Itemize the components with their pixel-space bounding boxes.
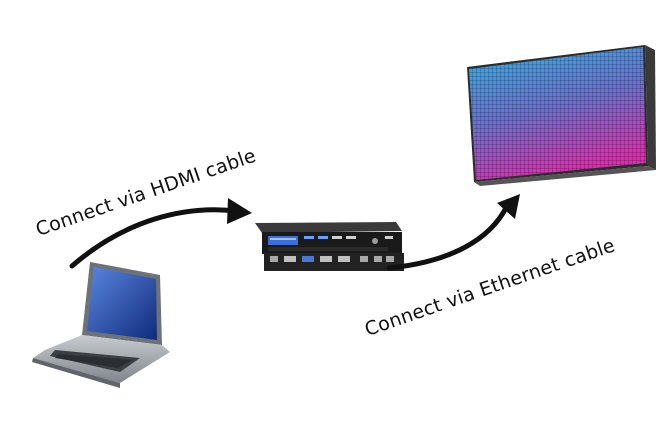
hdmi-arrow (69, 198, 252, 269)
led-screen-icon (467, 45, 656, 186)
laptop-icon (32, 262, 170, 388)
ethernet-arrow (386, 194, 520, 271)
video-processor-icon (255, 222, 404, 271)
